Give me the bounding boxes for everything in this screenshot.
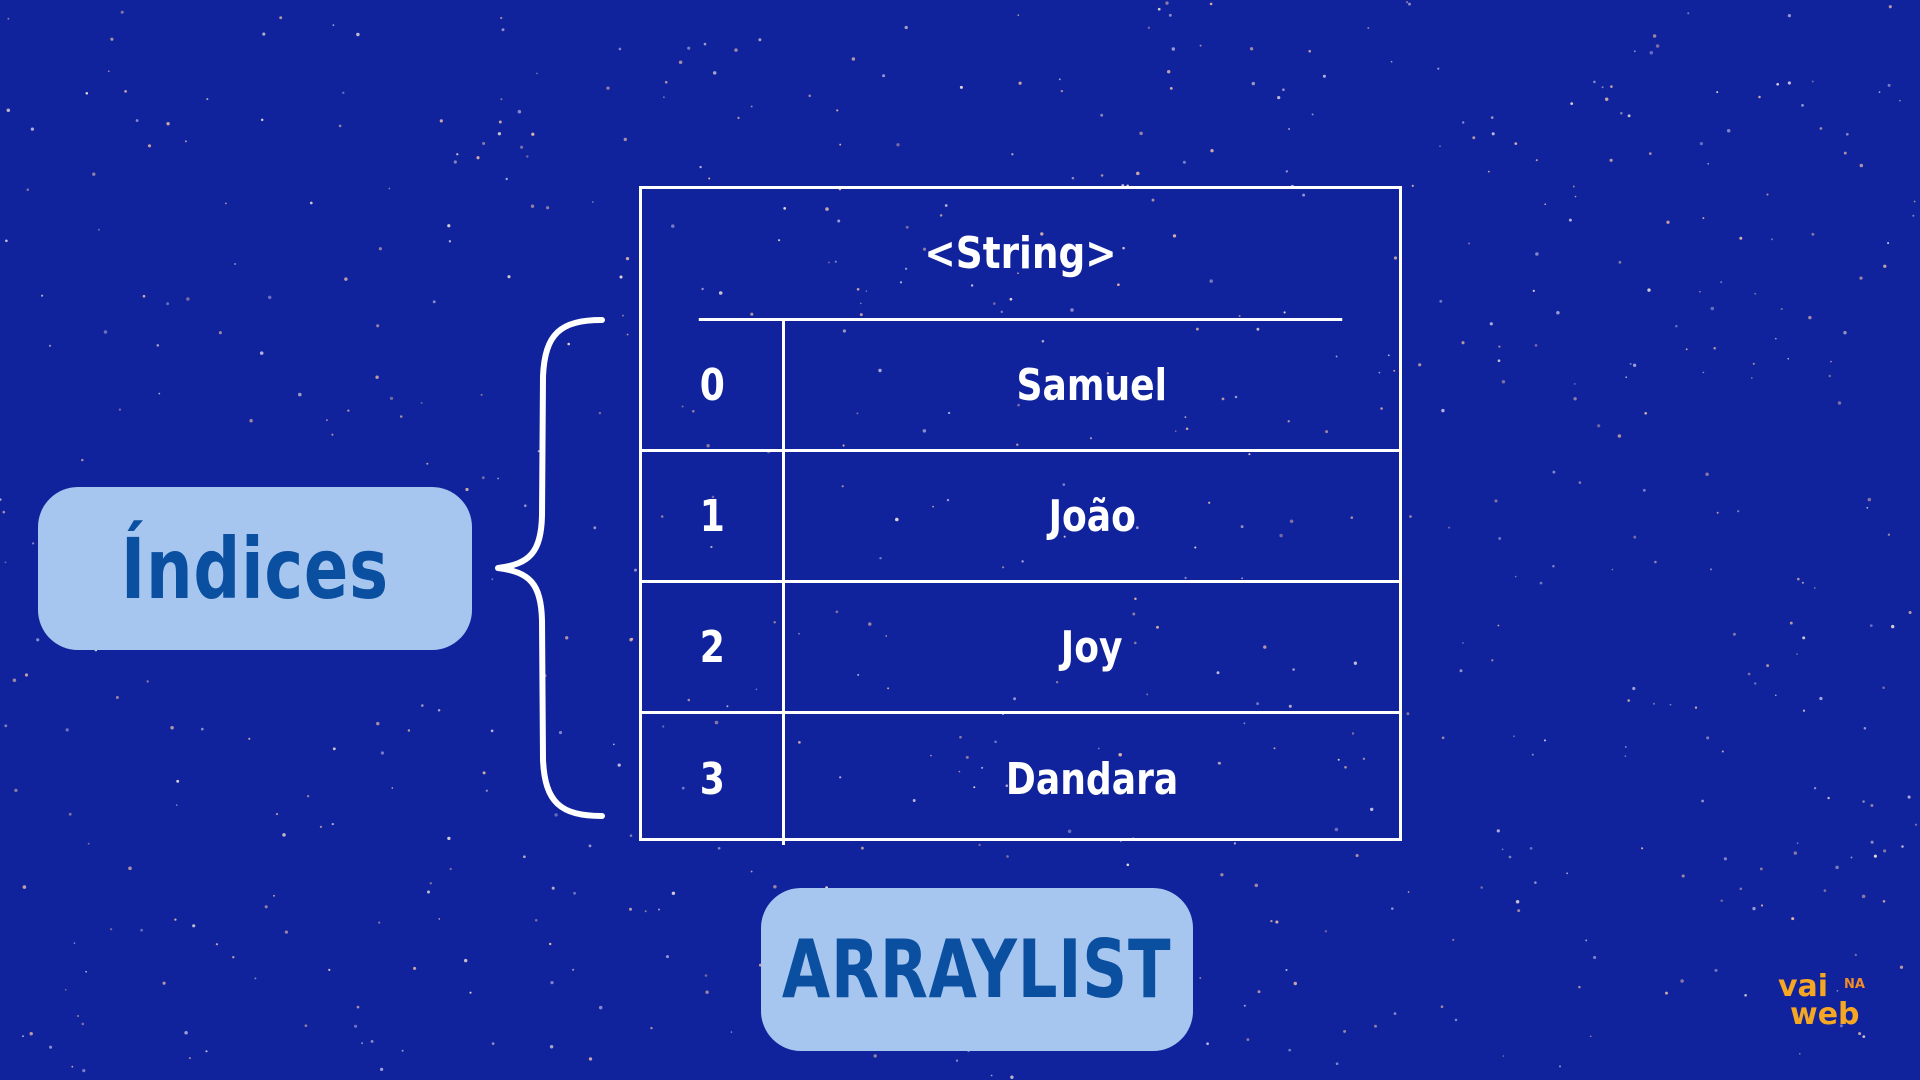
index-value: 0 (699, 359, 725, 411)
element-value: Dandara (1005, 754, 1179, 805)
value-cell: João (785, 452, 1399, 580)
table-row: 0 Samuel (642, 321, 1399, 452)
element-value: Samuel (1016, 359, 1168, 411)
vai-na-web-logo: vai NA web (1778, 972, 1878, 1034)
table-row: 3 Dandara (642, 714, 1399, 845)
value-cell: Dandara (785, 714, 1399, 845)
type-header: <String> (698, 189, 1343, 321)
index-cell: 2 (642, 583, 785, 711)
element-value: Joy (1061, 621, 1123, 673)
index-cell: 0 (642, 321, 785, 449)
index-value: 1 (699, 490, 725, 542)
value-cell: Joy (785, 583, 1399, 711)
logo-vai: vai (1778, 969, 1829, 1004)
element-value: João (1048, 490, 1136, 542)
index-cell: 3 (642, 714, 785, 845)
index-cell: 1 (642, 452, 785, 580)
table-row: 1 João (642, 452, 1399, 583)
curly-brace-icon (495, 317, 605, 819)
index-value: 3 (699, 754, 725, 805)
table-row: 2 Joy (642, 583, 1399, 714)
index-value: 2 (699, 621, 725, 673)
arraylist-label-text: ARRAYLIST (782, 923, 1172, 1016)
indices-label-text: Índices (120, 519, 390, 618)
arraylist-table: <String> 0 Samuel 1 João 2 Joy 3 Dandara (639, 186, 1402, 845)
arraylist-label: ARRAYLIST (761, 888, 1193, 1051)
logo-na: NA (1844, 977, 1865, 992)
indices-label: Índices (38, 487, 472, 650)
logo-web: web (1790, 997, 1860, 1032)
value-cell: Samuel (785, 321, 1399, 449)
